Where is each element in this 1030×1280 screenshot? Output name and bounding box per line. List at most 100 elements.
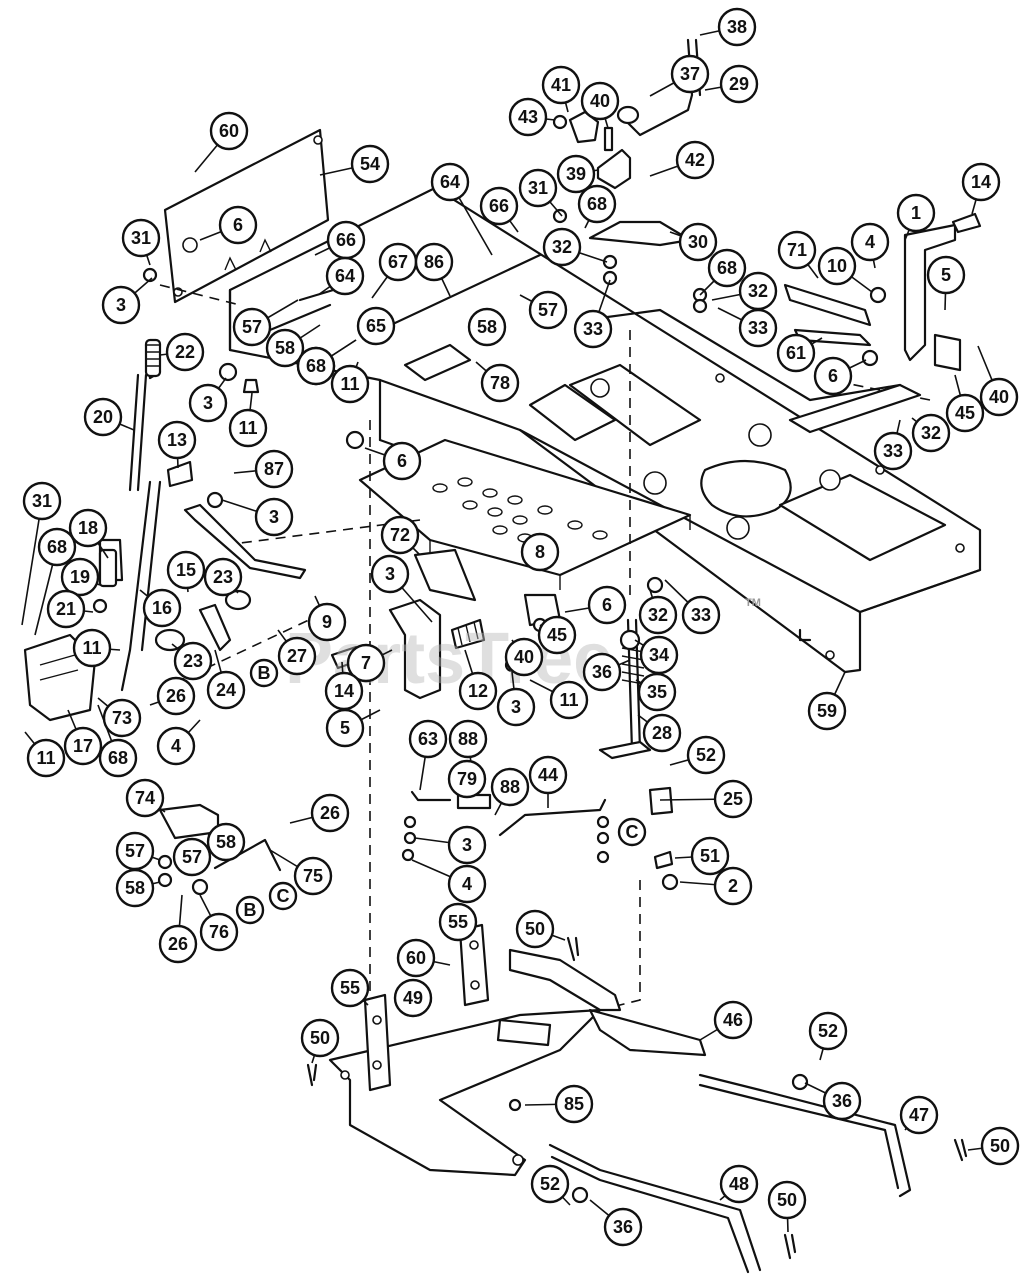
part-callout-86[interactable]: 86	[414, 242, 454, 297]
part-callout-26[interactable]: 26	[149, 676, 196, 716]
part-callout-42[interactable]: 42	[649, 140, 715, 180]
part-callout-3[interactable]: 3	[188, 377, 228, 423]
part-callout-65[interactable]: 65	[356, 306, 396, 346]
part-callout-45[interactable]: 45	[945, 374, 985, 433]
part-callout-88[interactable]: 88	[490, 767, 530, 816]
part-callout-11[interactable]: 11	[24, 731, 66, 778]
part-callout-33[interactable]: 33	[717, 307, 778, 348]
part-callout-36[interactable]: 36	[589, 1199, 643, 1247]
part-callout-57[interactable]: 57	[115, 831, 161, 871]
part-callout-87[interactable]: 87	[233, 449, 294, 489]
part-callout-3[interactable]: 3	[221, 497, 294, 537]
part-callout-58[interactable]: 58	[467, 307, 507, 347]
part-callout-79[interactable]: 79	[447, 759, 487, 799]
part-callout-64[interactable]: 64	[317, 256, 365, 296]
part-callout-52[interactable]: 52	[808, 1011, 848, 1061]
part-callout-5[interactable]: 5	[325, 708, 381, 748]
part-callout-32[interactable]: 32	[638, 589, 678, 635]
part-callout-6[interactable]: 6	[564, 585, 627, 625]
part-callout-40[interactable]: 40	[504, 637, 544, 677]
part-callout-71[interactable]: 71	[777, 230, 819, 279]
part-callout-68[interactable]: 68	[577, 184, 617, 229]
part-callout-55[interactable]: 55	[330, 968, 370, 1008]
part-callout-44[interactable]: 44	[528, 755, 568, 808]
part-callout-31[interactable]: 31	[21, 481, 62, 626]
part-callout-43[interactable]: 43	[508, 97, 556, 137]
part-callout-32[interactable]: 32	[911, 413, 951, 453]
part-callout-46[interactable]: 46	[699, 1000, 753, 1041]
part-callout-18[interactable]: 18	[68, 508, 109, 559]
part-callout-33[interactable]: 33	[873, 419, 913, 471]
part-callout-48[interactable]: 48	[719, 1164, 759, 1204]
part-callout-58[interactable]: 58	[206, 822, 246, 862]
part-callout-54[interactable]: 54	[319, 144, 390, 184]
part-callout-11[interactable]: 11	[228, 392, 268, 448]
part-callout-17[interactable]: 17	[63, 709, 103, 766]
part-callout-40[interactable]: 40	[977, 345, 1019, 417]
part-callout-9[interactable]: 9	[307, 595, 347, 642]
part-callout-22[interactable]: 22	[159, 332, 205, 372]
part-callout-76[interactable]: 76	[199, 894, 239, 952]
part-callout-11[interactable]: 11	[330, 361, 370, 404]
part-callout-16[interactable]: 16	[139, 588, 182, 628]
part-callout-57[interactable]: 57	[172, 837, 212, 877]
part-callout-63[interactable]: 63	[408, 719, 448, 791]
part-callout-4[interactable]: 4	[850, 222, 890, 269]
part-callout-68[interactable]: 68	[296, 339, 357, 386]
part-callout-6[interactable]: 6	[364, 441, 422, 481]
part-callout-58[interactable]: 58	[115, 868, 161, 908]
part-callout-67[interactable]: 67	[371, 242, 418, 299]
part-callout-3[interactable]: 3	[101, 277, 153, 325]
part-callout-3[interactable]: 3	[370, 554, 433, 623]
part-callout-73[interactable]: 73	[97, 697, 142, 738]
part-callout-11[interactable]: 11	[529, 679, 589, 720]
part-callout-57[interactable]: 57	[232, 299, 299, 347]
part-callout-13[interactable]: 13	[157, 420, 197, 469]
part-callout-52[interactable]: 52	[669, 735, 726, 775]
part-callout-72[interactable]: 72	[380, 515, 421, 556]
part-callout-58[interactable]: 58	[265, 324, 321, 368]
part-callout-50[interactable]: 50	[767, 1180, 807, 1233]
part-callout-64[interactable]: 64	[430, 162, 493, 256]
part-callout-59[interactable]: 59	[807, 671, 847, 731]
part-callout-51[interactable]: 51	[674, 836, 730, 876]
part-callout-24[interactable]: 24	[206, 649, 246, 710]
part-callout-52[interactable]: 52	[530, 1164, 571, 1206]
part-callout-78[interactable]: 78	[475, 361, 520, 403]
part-callout-34[interactable]: 34	[634, 635, 679, 675]
part-callout-66[interactable]: 66	[479, 186, 519, 233]
part-callout-75[interactable]: 75	[269, 849, 333, 896]
part-callout-55[interactable]: 55	[438, 902, 478, 942]
part-callout-4[interactable]: 4	[156, 719, 201, 766]
part-callout-33[interactable]: 33	[664, 579, 721, 635]
part-callout-33[interactable]: 33	[573, 279, 613, 349]
part-callout-39[interactable]: 39	[556, 154, 599, 194]
part-callout-12[interactable]: 12	[458, 649, 498, 711]
part-callout-57[interactable]: 57	[519, 290, 568, 330]
part-callout-40[interactable]: 40	[580, 81, 620, 129]
part-callout-68[interactable]: 68	[34, 527, 77, 636]
part-callout-4[interactable]: 4	[411, 859, 487, 904]
part-callout-66[interactable]: 66	[314, 220, 366, 260]
part-callout-19[interactable]: 19	[60, 557, 101, 597]
part-callout-49[interactable]: 49	[393, 978, 433, 1018]
part-callout-31[interactable]: 31	[518, 168, 563, 217]
part-callout-47[interactable]: 47	[899, 1095, 939, 1135]
part-callout-35[interactable]: 35	[635, 672, 677, 712]
part-callout-3[interactable]: 3	[414, 825, 487, 865]
part-callout-5[interactable]: 5	[926, 255, 966, 311]
part-callout-6[interactable]: 6	[199, 205, 258, 245]
part-callout-32[interactable]: 32	[542, 227, 608, 267]
part-callout-74[interactable]: 74	[125, 778, 166, 818]
part-callout-23[interactable]: 23	[171, 641, 213, 681]
part-callout-36[interactable]: 36	[582, 652, 631, 692]
part-callout-30[interactable]: 30	[669, 222, 718, 262]
part-callout-21[interactable]: 21	[46, 589, 94, 629]
part-callout-25[interactable]: 25	[659, 779, 753, 819]
part-callout-32[interactable]: 32	[711, 271, 778, 311]
part-callout-3[interactable]: 3	[496, 671, 536, 727]
part-callout-27[interactable]: 27	[277, 629, 317, 676]
part-callout-26[interactable]: 26	[158, 894, 198, 964]
part-callout-26[interactable]: 26	[289, 793, 350, 833]
part-callout-31[interactable]: 31	[121, 218, 161, 266]
